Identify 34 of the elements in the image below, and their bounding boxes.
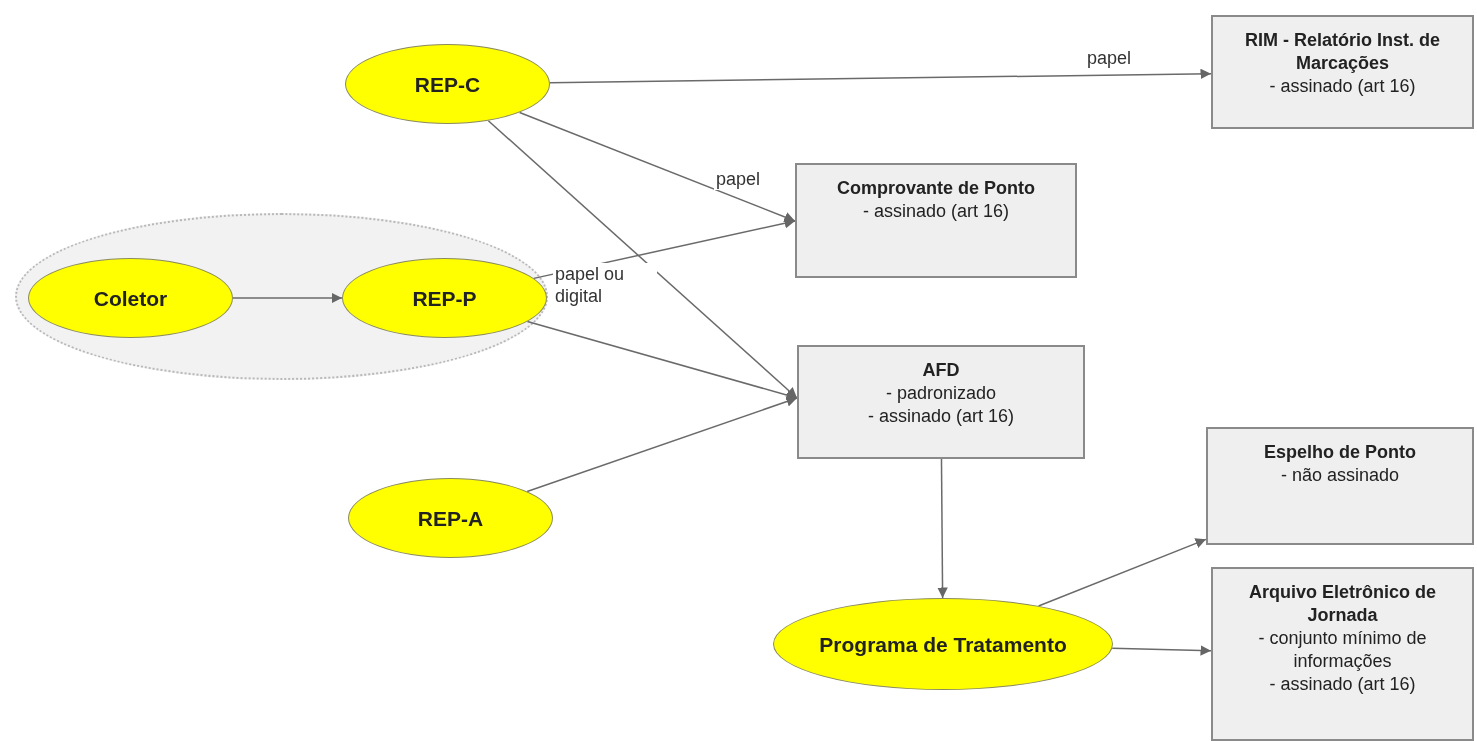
edge-label: papel ou digital <box>553 263 657 307</box>
node-title: Comprovante de Ponto <box>837 177 1035 200</box>
node-detail: - assinado (art 16) <box>862 200 1010 223</box>
arrow <box>549 68 1212 84</box>
arrow <box>937 458 948 599</box>
node-detail: - não assinado <box>1280 464 1400 487</box>
node-detail: - conjunto mínimo de informações <box>1257 627 1428 673</box>
process-ellipse <box>28 258 233 338</box>
process-box <box>797 345 1085 459</box>
node-title: AFD <box>922 359 960 382</box>
node-title: Arquivo Eletrônico de Jornada <box>1248 581 1437 627</box>
node-title: RIM - Relatório Inst. de Marcações <box>1244 29 1441 75</box>
arrow <box>526 396 798 493</box>
node-detail: - assinado (art 16) <box>867 405 1015 428</box>
node-title: Espelho de Ponto <box>1264 441 1416 464</box>
process-box <box>1206 427 1474 545</box>
node-detail: - padronizado <box>885 382 997 405</box>
process-box <box>1211 567 1474 741</box>
arrow <box>518 111 796 223</box>
process-box <box>1211 15 1474 129</box>
node-title: REP-C <box>414 71 481 97</box>
arrow <box>487 119 798 399</box>
node-detail: - assinado (art 16) <box>1269 75 1416 98</box>
arrow <box>526 320 798 401</box>
process-ellipse <box>342 258 547 338</box>
arrow <box>1037 538 1207 607</box>
arrow <box>1111 645 1212 656</box>
node-title: REP-A <box>417 505 484 531</box>
arrow <box>232 292 343 304</box>
node-title: Coletor <box>93 285 168 311</box>
node-title: Programa de Tratamento <box>819 631 1067 657</box>
node-detail: - assinado (art 16) <box>1269 673 1416 696</box>
node-title: REP-P <box>412 285 477 311</box>
process-box <box>795 163 1077 278</box>
